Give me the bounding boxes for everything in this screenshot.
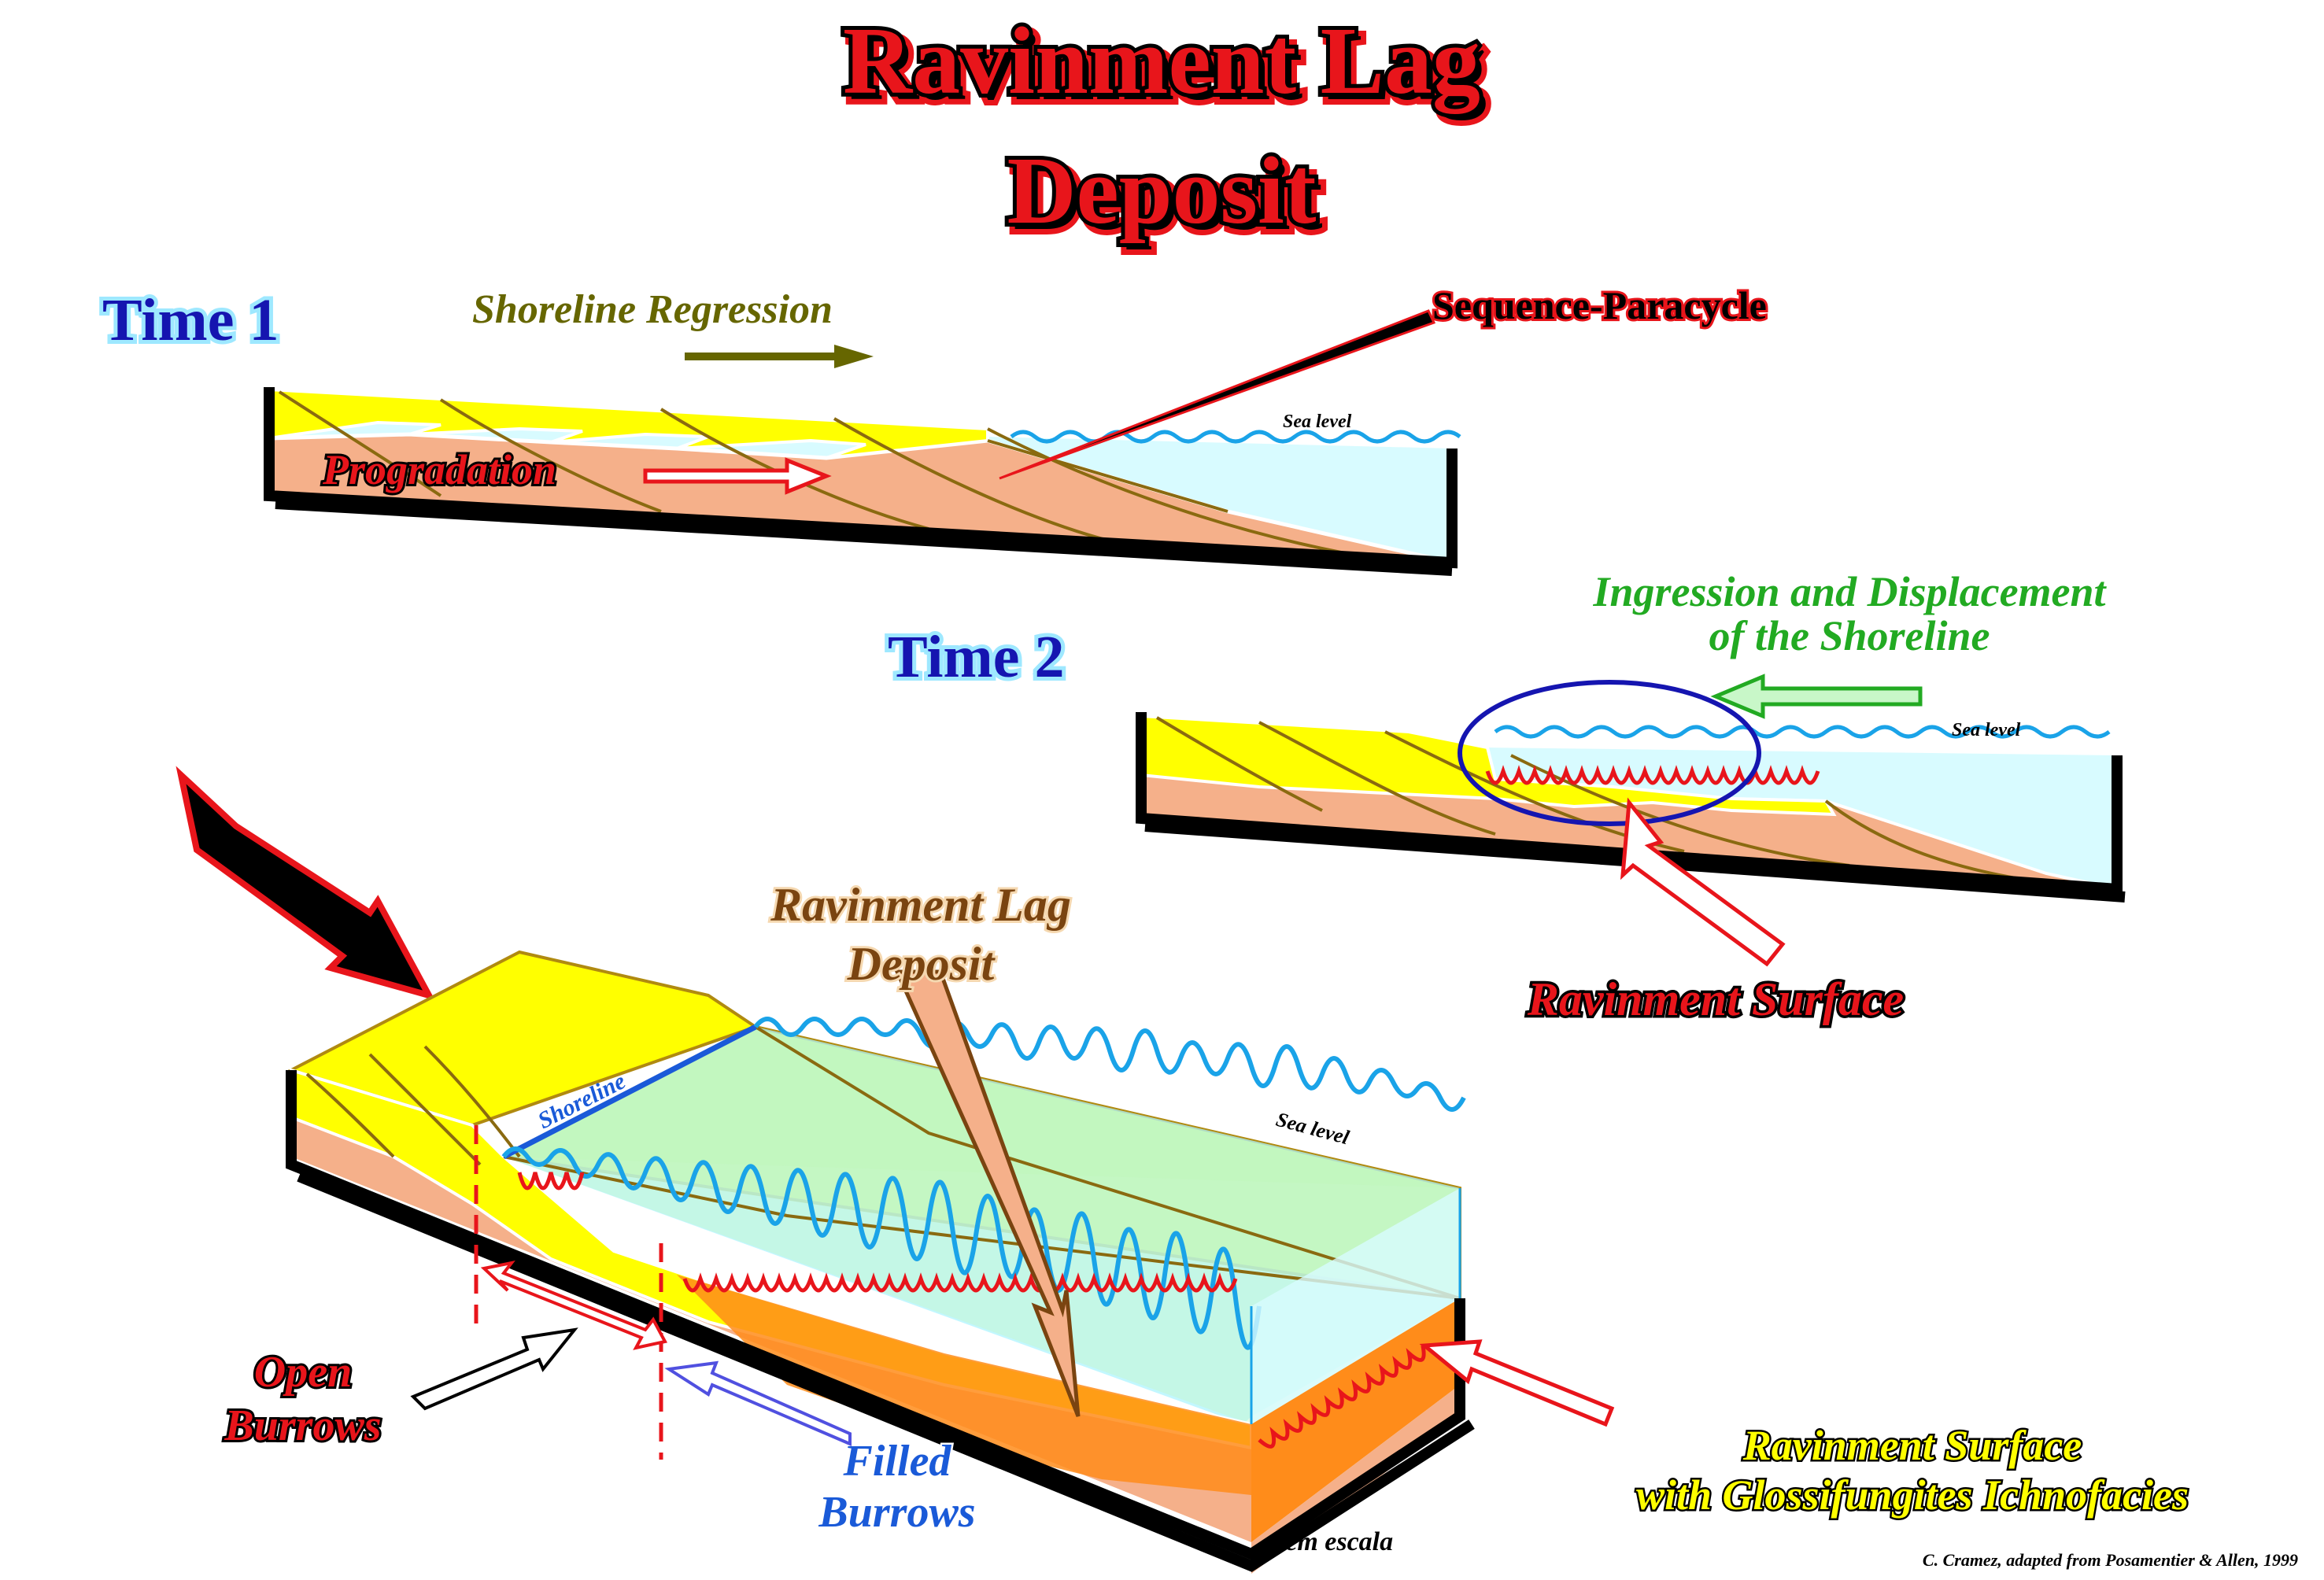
block-burrow-line xyxy=(517,1172,1238,1293)
glossi-arrow xyxy=(1419,1339,1615,1427)
progradation-label: Progradation xyxy=(322,446,556,493)
title-line-2: Deposit xyxy=(1007,138,1316,244)
block-diagram: Shoreline Sea level Ravinment Lag Deposi… xyxy=(176,766,2191,1574)
open-burrows-label-1: Open xyxy=(254,1348,352,1397)
time1-section: Time 1 Shoreline Regression Sea level xyxy=(98,283,1461,576)
block-lag-deposit xyxy=(677,1275,1251,1495)
block-lag-label-2: Deposit xyxy=(847,938,996,990)
block-sea-level-label: Sea level xyxy=(1273,1108,1352,1150)
block-sea-wave-back xyxy=(753,1017,1466,1112)
sequence-pointer xyxy=(999,309,1436,480)
main-title: Ravinment Lag Ravinment Lag Deposit Depo… xyxy=(839,4,1492,256)
title-shadow-1: Ravinment Lag xyxy=(849,14,1487,120)
time1-sea-level-label: Sea level xyxy=(1283,412,1352,432)
scale-note: sem escala xyxy=(1274,1527,1393,1556)
block-base xyxy=(297,1171,1475,1572)
open-burrows-arrow xyxy=(410,1327,578,1411)
time1-cross-section: Sea level xyxy=(264,387,1461,576)
time2-highlight-ellipse xyxy=(1458,680,1761,826)
open-burrows-span-arrow xyxy=(480,1260,668,1350)
open-burrows-label-2: Burrows xyxy=(224,1401,381,1450)
block-side-burrow-line xyxy=(1258,1345,1426,1449)
block-clinoforms xyxy=(305,1025,1461,1300)
regression-label: Shoreline Regression xyxy=(472,287,833,332)
lag-pointer xyxy=(894,969,1081,1417)
sequence-paracycle: Sequence-Paracycle xyxy=(999,281,1769,480)
time2-yellow-layer xyxy=(1140,714,1837,817)
ingression-label-1: Ingression and Displacement xyxy=(1592,568,2107,615)
time2-label: Time 2 xyxy=(888,624,1064,690)
time2-sea-wave xyxy=(1494,725,2111,739)
time2-sea-level-label: Sea level xyxy=(1952,720,2021,740)
time1-label: Time 1 xyxy=(102,287,279,353)
block-lag-label-1: Ravinment Lag xyxy=(770,879,1071,931)
time2-ravinment-line xyxy=(1485,765,1820,785)
time1-base xyxy=(275,498,1453,576)
ravinment-surface-pointer xyxy=(1620,797,1786,967)
time1-sea-wave xyxy=(1010,430,1461,444)
block-sea-surface xyxy=(504,1027,1460,1424)
filled-burrows-arrow xyxy=(664,1360,852,1447)
block-sea-wave-front xyxy=(501,1146,1262,1350)
block-shoreline-line xyxy=(502,1024,757,1160)
block-side-water xyxy=(1251,1188,1460,1424)
regression-arrow xyxy=(685,345,874,368)
ingression-label-2: of the Shoreline xyxy=(1709,612,1990,659)
block-side-lag xyxy=(1251,1298,1460,1542)
big-pointer-arrow xyxy=(176,766,436,1001)
title-line-1: Ravinment Lag xyxy=(843,8,1480,114)
filled-burrows-label-2: Burrows xyxy=(818,1488,975,1537)
time2-section: Time 2 Ingression and Displacement of th… xyxy=(884,568,2126,1028)
glossi-label-1: Ravinment Surface xyxy=(1742,1422,2082,1469)
ingression-arrow xyxy=(1710,674,1923,719)
title-shadow-2: Deposit xyxy=(1013,144,1322,250)
credit-text: C. Cramez, adapted from Posamentier & Al… xyxy=(1923,1550,2298,1570)
ravinment-surface-label: Ravinment Surface xyxy=(1527,973,1904,1025)
glossi-label-2: with Glossifungites Ichnofacies xyxy=(1636,1471,2189,1519)
time1-frame xyxy=(264,387,1458,569)
progradation-arrow xyxy=(643,457,832,495)
sequence-label: Sequence-Paracycle xyxy=(1432,283,1767,327)
filled-burrows-label-1: Filled xyxy=(843,1437,952,1486)
